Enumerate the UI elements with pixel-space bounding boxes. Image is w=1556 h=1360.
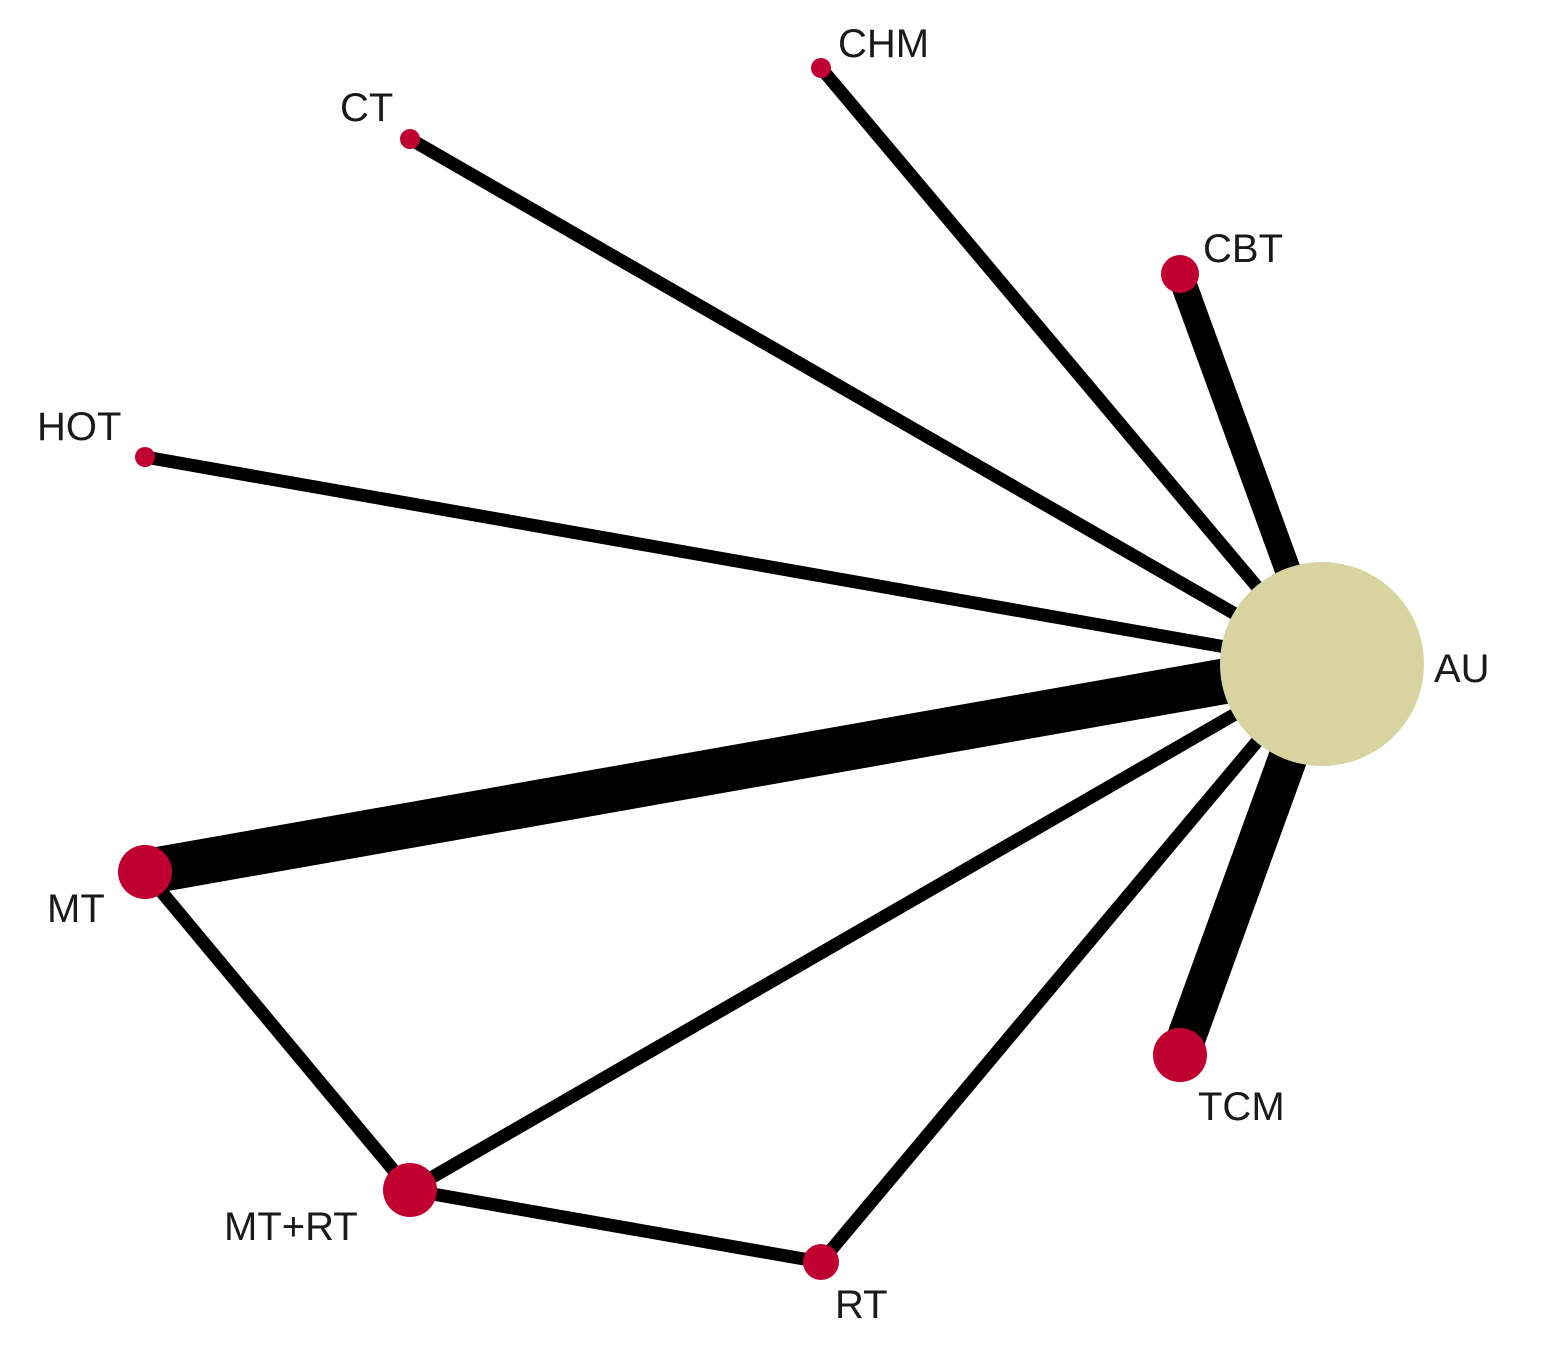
node-rt bbox=[803, 1244, 839, 1280]
node-label-rt: RT bbox=[835, 1283, 888, 1327]
edge-au-mt bbox=[141, 641, 1326, 895]
edge-au-rt bbox=[816, 659, 1327, 1267]
node-mt-plus-rt bbox=[383, 1163, 437, 1217]
node-label-ct: CT bbox=[340, 86, 393, 130]
node-label-mt: MT bbox=[47, 887, 105, 931]
edge-au-hot bbox=[143, 450, 1324, 671]
node-label-mt-plus-rt: MT+RT bbox=[224, 1205, 358, 1249]
node-label-cbt: CBT bbox=[1203, 227, 1283, 271]
node-mt bbox=[118, 845, 172, 899]
node-hot bbox=[135, 447, 155, 467]
edge-mt-plus-rt-rt bbox=[408, 1183, 823, 1269]
labels-layer: AU CHM CT CBT HOT MT MT+RT RT TCM bbox=[37, 22, 1490, 1327]
nodes-layer bbox=[118, 58, 1424, 1280]
node-tcm bbox=[1153, 1028, 1207, 1082]
node-cbt bbox=[1161, 255, 1199, 293]
node-chm bbox=[811, 58, 831, 78]
node-au bbox=[1220, 562, 1424, 766]
node-label-au: AU bbox=[1434, 647, 1490, 691]
node-label-chm: CHM bbox=[838, 22, 929, 66]
edge-au-chm bbox=[816, 63, 1327, 669]
edge-mt-mt-plus-rt bbox=[140, 867, 415, 1195]
node-label-tcm: TCM bbox=[1198, 1085, 1285, 1129]
node-label-hot: HOT bbox=[37, 405, 121, 449]
edges-layer bbox=[140, 63, 1341, 1269]
edge-au-mt-plus-rt bbox=[406, 658, 1326, 1196]
edge-au-ct bbox=[406, 133, 1326, 670]
node-ct bbox=[400, 129, 420, 149]
